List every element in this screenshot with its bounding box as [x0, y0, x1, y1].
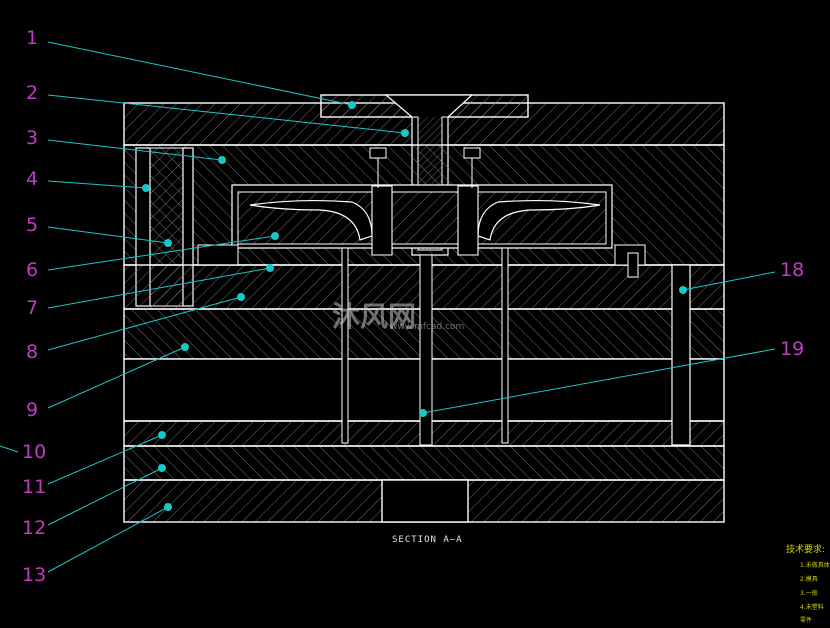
callout-12: 12	[22, 517, 47, 539]
watermark-url: www.mfcad.com	[390, 322, 465, 332]
callout-1: 1	[26, 27, 39, 49]
sprue-puller	[419, 254, 433, 446]
callout-7: 7	[26, 297, 39, 319]
return-pin-right	[671, 264, 691, 446]
watermark-logo: 沐风网	[332, 300, 417, 333]
section-label: SECTION A—A	[392, 535, 463, 545]
tech-requirements-title: 技术要求:	[786, 545, 826, 555]
screw-right	[463, 147, 481, 159]
knockout-hole	[381, 479, 469, 523]
screw-left	[369, 147, 387, 159]
ejector-pin-left	[341, 247, 349, 444]
callout-3: 3	[26, 127, 39, 149]
side-block	[197, 244, 239, 266]
callout-5: 5	[26, 214, 39, 236]
tech-note-5: 零件	[800, 617, 813, 624]
leader-lines	[0, 41, 776, 573]
cavity-insert-inner	[237, 191, 607, 245]
callout-6: 6	[26, 259, 39, 281]
callout-13: 13	[22, 564, 47, 586]
callout-2: 2	[26, 82, 39, 104]
callout-9: 9	[26, 399, 39, 421]
callout-10: 10	[22, 441, 47, 463]
tech-note-2: 2.模具	[800, 576, 818, 583]
tech-note-1: 1.未做具体	[800, 562, 830, 569]
tech-note-4: 4.未塑料	[800, 604, 824, 611]
callout-19: 19	[780, 338, 805, 360]
tech-note-3: 3.一般	[800, 590, 818, 597]
callout-8: 8	[26, 341, 39, 363]
callout-11: 11	[22, 476, 47, 498]
ejector-plate	[123, 445, 725, 481]
leader-dots	[142, 101, 687, 511]
callout-18: 18	[780, 259, 805, 281]
callout-4: 4	[26, 168, 39, 190]
center-hub	[371, 185, 479, 256]
ejector-pin-right	[501, 247, 509, 444]
